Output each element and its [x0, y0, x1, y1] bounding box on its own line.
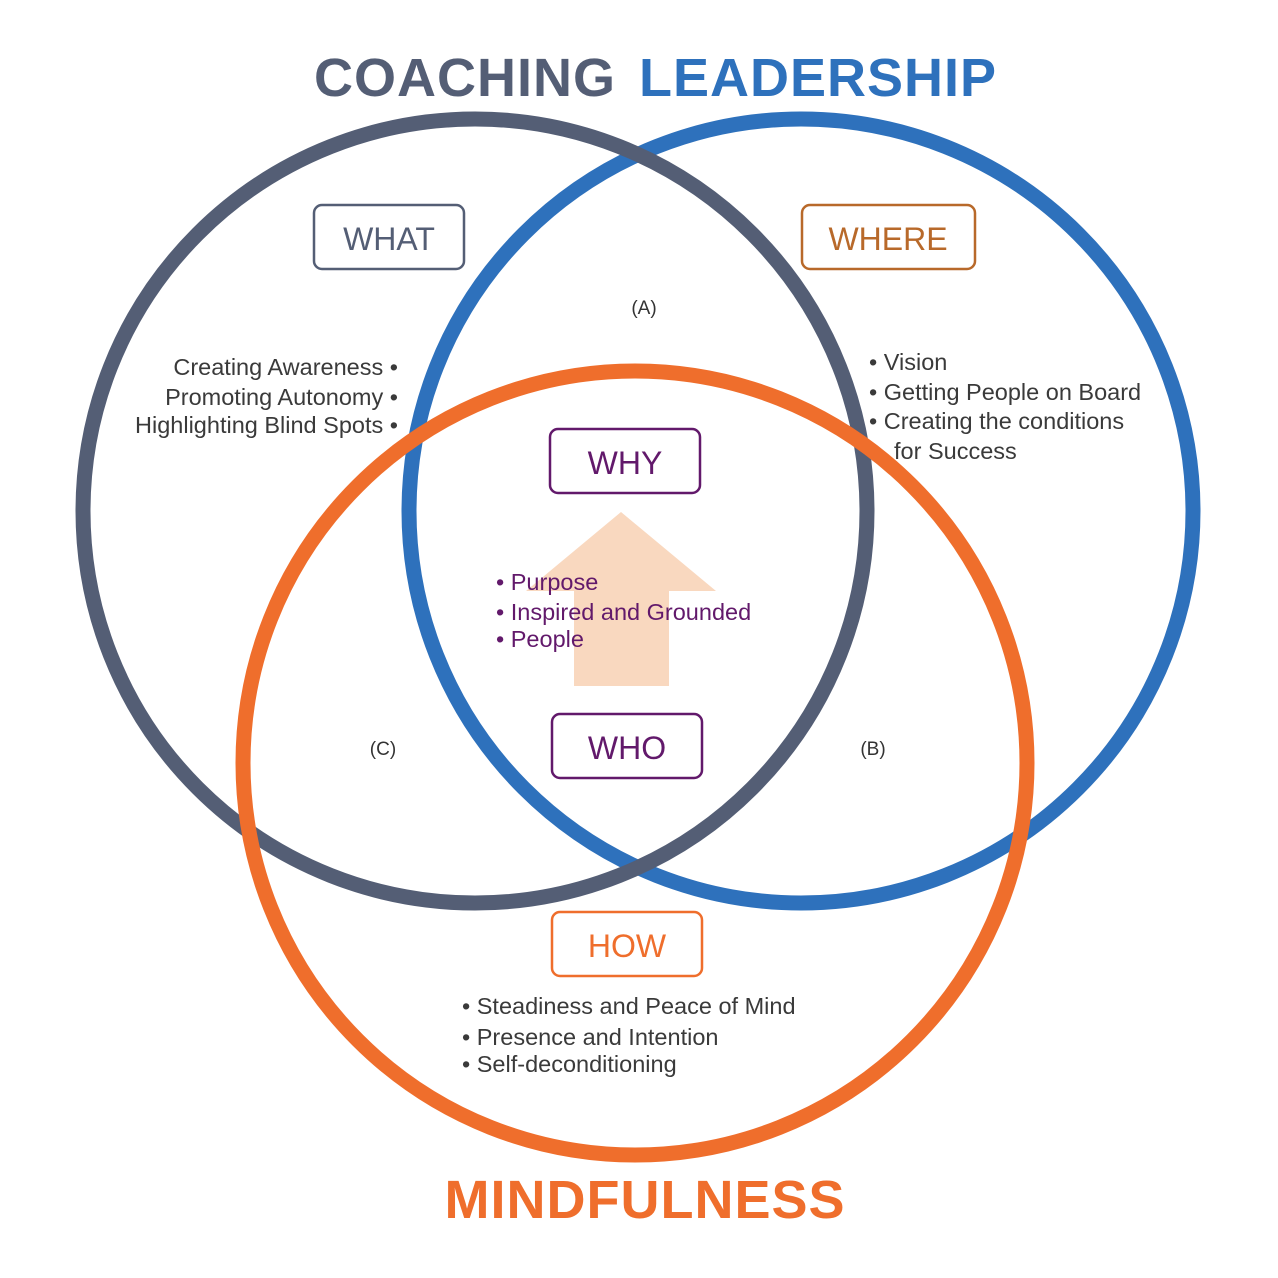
what-box	[312, 203, 466, 271]
up-arrow-icon	[526, 512, 716, 686]
region-b-label: (B)	[860, 739, 885, 760]
why-label: WHY	[588, 445, 663, 481]
where-item: • Creating the conditions	[869, 408, 1124, 434]
where-item: • Getting People on Board	[869, 379, 1141, 405]
leadership-title: LEADERSHIP	[639, 48, 997, 108]
why-item: • Inspired and Grounded	[496, 599, 751, 625]
who-box	[550, 712, 704, 780]
what-label: WHAT	[343, 221, 435, 257]
region-a-label: (A)	[631, 298, 656, 319]
how-item: • Steadiness and Peace of Mind	[462, 993, 796, 1019]
how-label: HOW	[588, 928, 667, 964]
how-item: • Presence and Intention	[462, 1024, 718, 1050]
where-box	[800, 203, 977, 271]
mindfulness-circle	[235, 363, 1035, 1163]
where-item: • Vision	[869, 349, 947, 375]
who-label: WHO	[588, 730, 666, 766]
what-item: Highlighting Blind Spots •	[135, 412, 398, 438]
why-box	[548, 427, 702, 495]
how-item: • Self-deconditioning	[462, 1051, 677, 1077]
leadership-circle	[401, 111, 1201, 911]
how-box	[550, 910, 704, 978]
why-item: • Purpose	[496, 569, 598, 595]
what-item: Promoting Autonomy •	[165, 384, 398, 410]
what-item: Creating Awareness •	[173, 354, 398, 380]
where-item: for Success	[894, 438, 1017, 464]
mindfulness-title: MINDFULNESS	[445, 1170, 846, 1230]
coaching-title: COACHING	[314, 48, 616, 108]
why-item: • People	[496, 626, 584, 652]
region-c-label: (C)	[370, 739, 396, 760]
where-label: WHERE	[828, 221, 947, 257]
coaching-circle	[75, 111, 875, 911]
